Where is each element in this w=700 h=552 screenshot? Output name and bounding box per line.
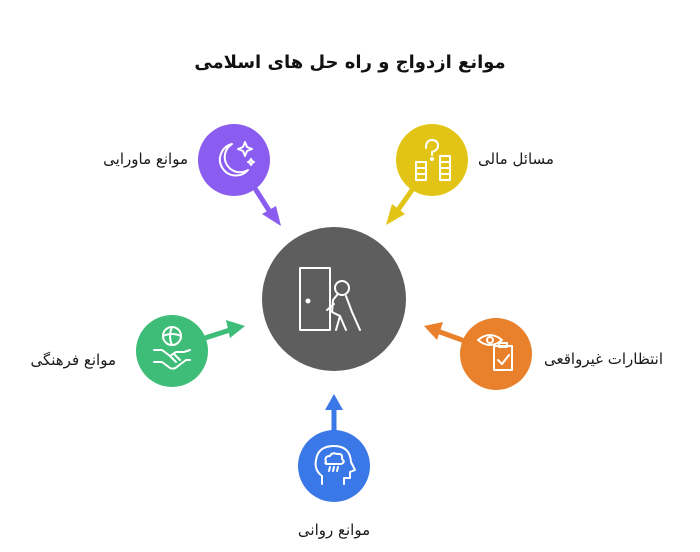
label-cultural: موانع فرهنگی (30, 351, 116, 369)
expectations-circle (460, 318, 532, 390)
question-blocks-icon (415, 139, 451, 181)
cultural-circle (136, 315, 208, 387)
label-supernatural: موانع ماورایی (103, 150, 188, 168)
arrow-expectations (424, 322, 465, 343)
label-expectations: انتظارات غیرواقعی (544, 350, 664, 368)
label-financial: مسائل مالی (478, 150, 554, 168)
arrow-financial (386, 187, 415, 225)
diagram-title: موانع ازدواج و راه حل های اسلامی (194, 52, 506, 73)
label-psychological: موانع روانی (297, 521, 371, 539)
person-at-door-icon (299, 267, 361, 331)
moon-stars-icon (218, 141, 255, 177)
arrow-supernatural (253, 187, 281, 226)
supernatural-circle (198, 124, 270, 196)
arrow-psychological (325, 394, 343, 433)
globe-handshake-icon (153, 326, 191, 370)
head-cloud-icon (314, 445, 356, 485)
eye-clipboard-icon (477, 334, 513, 371)
arrow-cultural (202, 320, 245, 341)
